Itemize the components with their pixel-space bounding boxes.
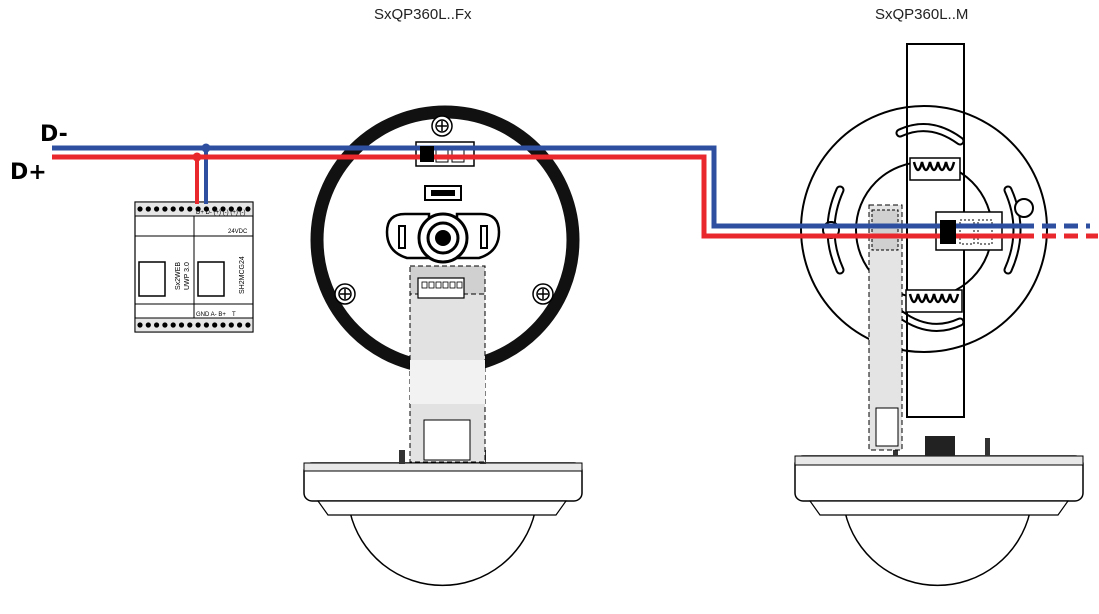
terminal-screw <box>220 322 226 328</box>
terminal-screw <box>187 206 193 212</box>
spring-icon <box>909 157 961 181</box>
terminal-screw <box>237 206 243 212</box>
terminal-screw <box>137 322 143 328</box>
controller-bottom-terminals: GND A- B+ <box>196 312 226 318</box>
terminal-screw <box>228 206 234 212</box>
controller-bottom-t: T <box>232 312 236 318</box>
right-device-title: SxQP360L..M <box>875 6 969 23</box>
terminal-screw <box>195 206 201 212</box>
terminal-screw <box>195 322 201 328</box>
bus-wires <box>52 143 1098 239</box>
terminal-screw <box>154 322 160 328</box>
sensor-fx <box>303 105 583 587</box>
d-minus-junction <box>201 143 211 153</box>
spring-icon <box>905 289 963 313</box>
terminal-screw <box>203 206 209 212</box>
terminal-screw <box>178 206 185 212</box>
d-plus-wire <box>52 154 1020 239</box>
terminal-screw <box>162 206 168 212</box>
terminal-screw <box>245 322 251 328</box>
controller-top-terminals: D+ D- (+) (-) (+) (-) <box>196 210 246 216</box>
terminal-screw <box>203 322 209 328</box>
sensor-m-dome <box>844 511 1031 587</box>
controller-model-a-line1: Sx2WEB <box>175 262 182 290</box>
terminal-screw <box>178 322 185 328</box>
screw-icon <box>334 283 356 305</box>
sensor-m-module <box>868 204 903 451</box>
d-plus-junction <box>192 152 202 162</box>
d-minus-label: D- <box>40 122 68 147</box>
screw-icon <box>532 283 554 305</box>
terminal-screw <box>137 206 143 212</box>
terminal-screw <box>245 206 251 212</box>
terminal-screw <box>220 206 226 212</box>
sensor-fx-dome <box>349 511 536 587</box>
terminal-screw <box>154 206 160 212</box>
terminal-screw <box>145 322 151 328</box>
d-plus-label: D+ <box>10 160 47 185</box>
terminal-screw <box>145 206 151 212</box>
terminal-screw <box>187 322 193 328</box>
controller-supply-label: 24VDC <box>228 229 248 235</box>
left-device-title: SxQP360L..Fx <box>374 6 472 23</box>
controller-model-a-line2: UWP 3.0 <box>184 262 191 290</box>
controller-model-b: SH2MCG24 <box>239 256 246 294</box>
terminal-screw <box>170 206 176 212</box>
controller-module <box>134 201 254 333</box>
terminal-screw <box>237 322 243 328</box>
terminal-screw <box>228 322 234 328</box>
terminal-screw <box>170 322 176 328</box>
screw-icon <box>431 115 453 137</box>
sensor-m <box>794 43 1084 587</box>
terminal-screw <box>212 322 218 328</box>
sensor-fx-lens <box>385 185 501 264</box>
d-minus-wire <box>52 145 1020 229</box>
terminal-screw <box>212 206 218 212</box>
terminal-screw <box>162 322 168 328</box>
sensor-fx-module <box>409 265 486 463</box>
